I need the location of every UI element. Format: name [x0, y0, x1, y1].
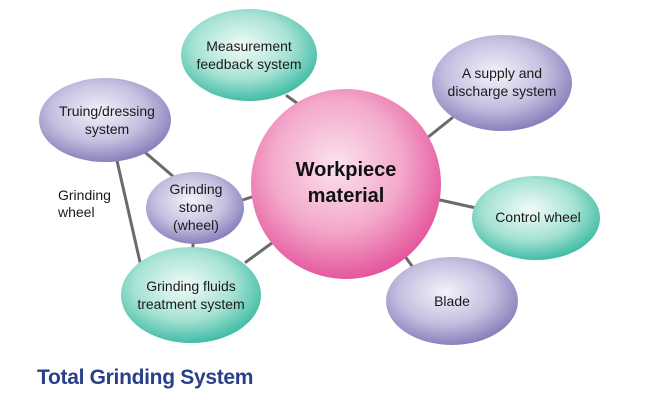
node-blade: Blade — [386, 257, 518, 345]
node-label-line: discharge system — [448, 83, 557, 99]
connector-control-wheel — [438, 198, 478, 210]
node-truing: Truing/dressing system — [39, 78, 171, 162]
node-supply: A supply and discharge system — [432, 35, 572, 131]
node-label-line: stone — [179, 199, 213, 215]
node-label-line: treatment system — [137, 296, 244, 312]
node-label-line: Blade — [434, 293, 470, 309]
connector-fluids — [244, 238, 278, 264]
node-label-line: (wheel) — [173, 217, 219, 233]
node-measurement: Measurement feedback system — [181, 9, 317, 101]
node-label-line: Grinding — [170, 181, 223, 197]
node-label-line: Measurement — [206, 38, 292, 54]
connector-truing-stone — [138, 146, 177, 180]
side-label-grinding-wheel: Grinding wheel — [57, 187, 111, 220]
node-label-line: feedback system — [196, 56, 301, 72]
node-label-line: A supply and — [462, 65, 542, 81]
center-label-line: Workpiece — [296, 159, 397, 181]
node-stone: Grinding stone (wheel) — [146, 172, 244, 244]
node-label-line: system — [85, 121, 129, 137]
diagram-title: Total Grinding System — [37, 366, 254, 389]
center-label-line: material — [308, 185, 385, 207]
node-label-line: Grinding fluids — [146, 278, 236, 294]
side-label-line: wheel — [57, 204, 95, 220]
node-center-workpiece: Workpiece material — [251, 89, 441, 279]
connector-grinding-wheel — [113, 150, 142, 264]
node-label-line: Control wheel — [495, 209, 581, 225]
side-label-line: Grinding — [58, 187, 111, 203]
node-label-line: Truing/dressing — [59, 103, 155, 119]
node-control-wheel: Control wheel — [472, 176, 600, 260]
node-fluids: Grinding fluids treatment system — [121, 247, 261, 343]
